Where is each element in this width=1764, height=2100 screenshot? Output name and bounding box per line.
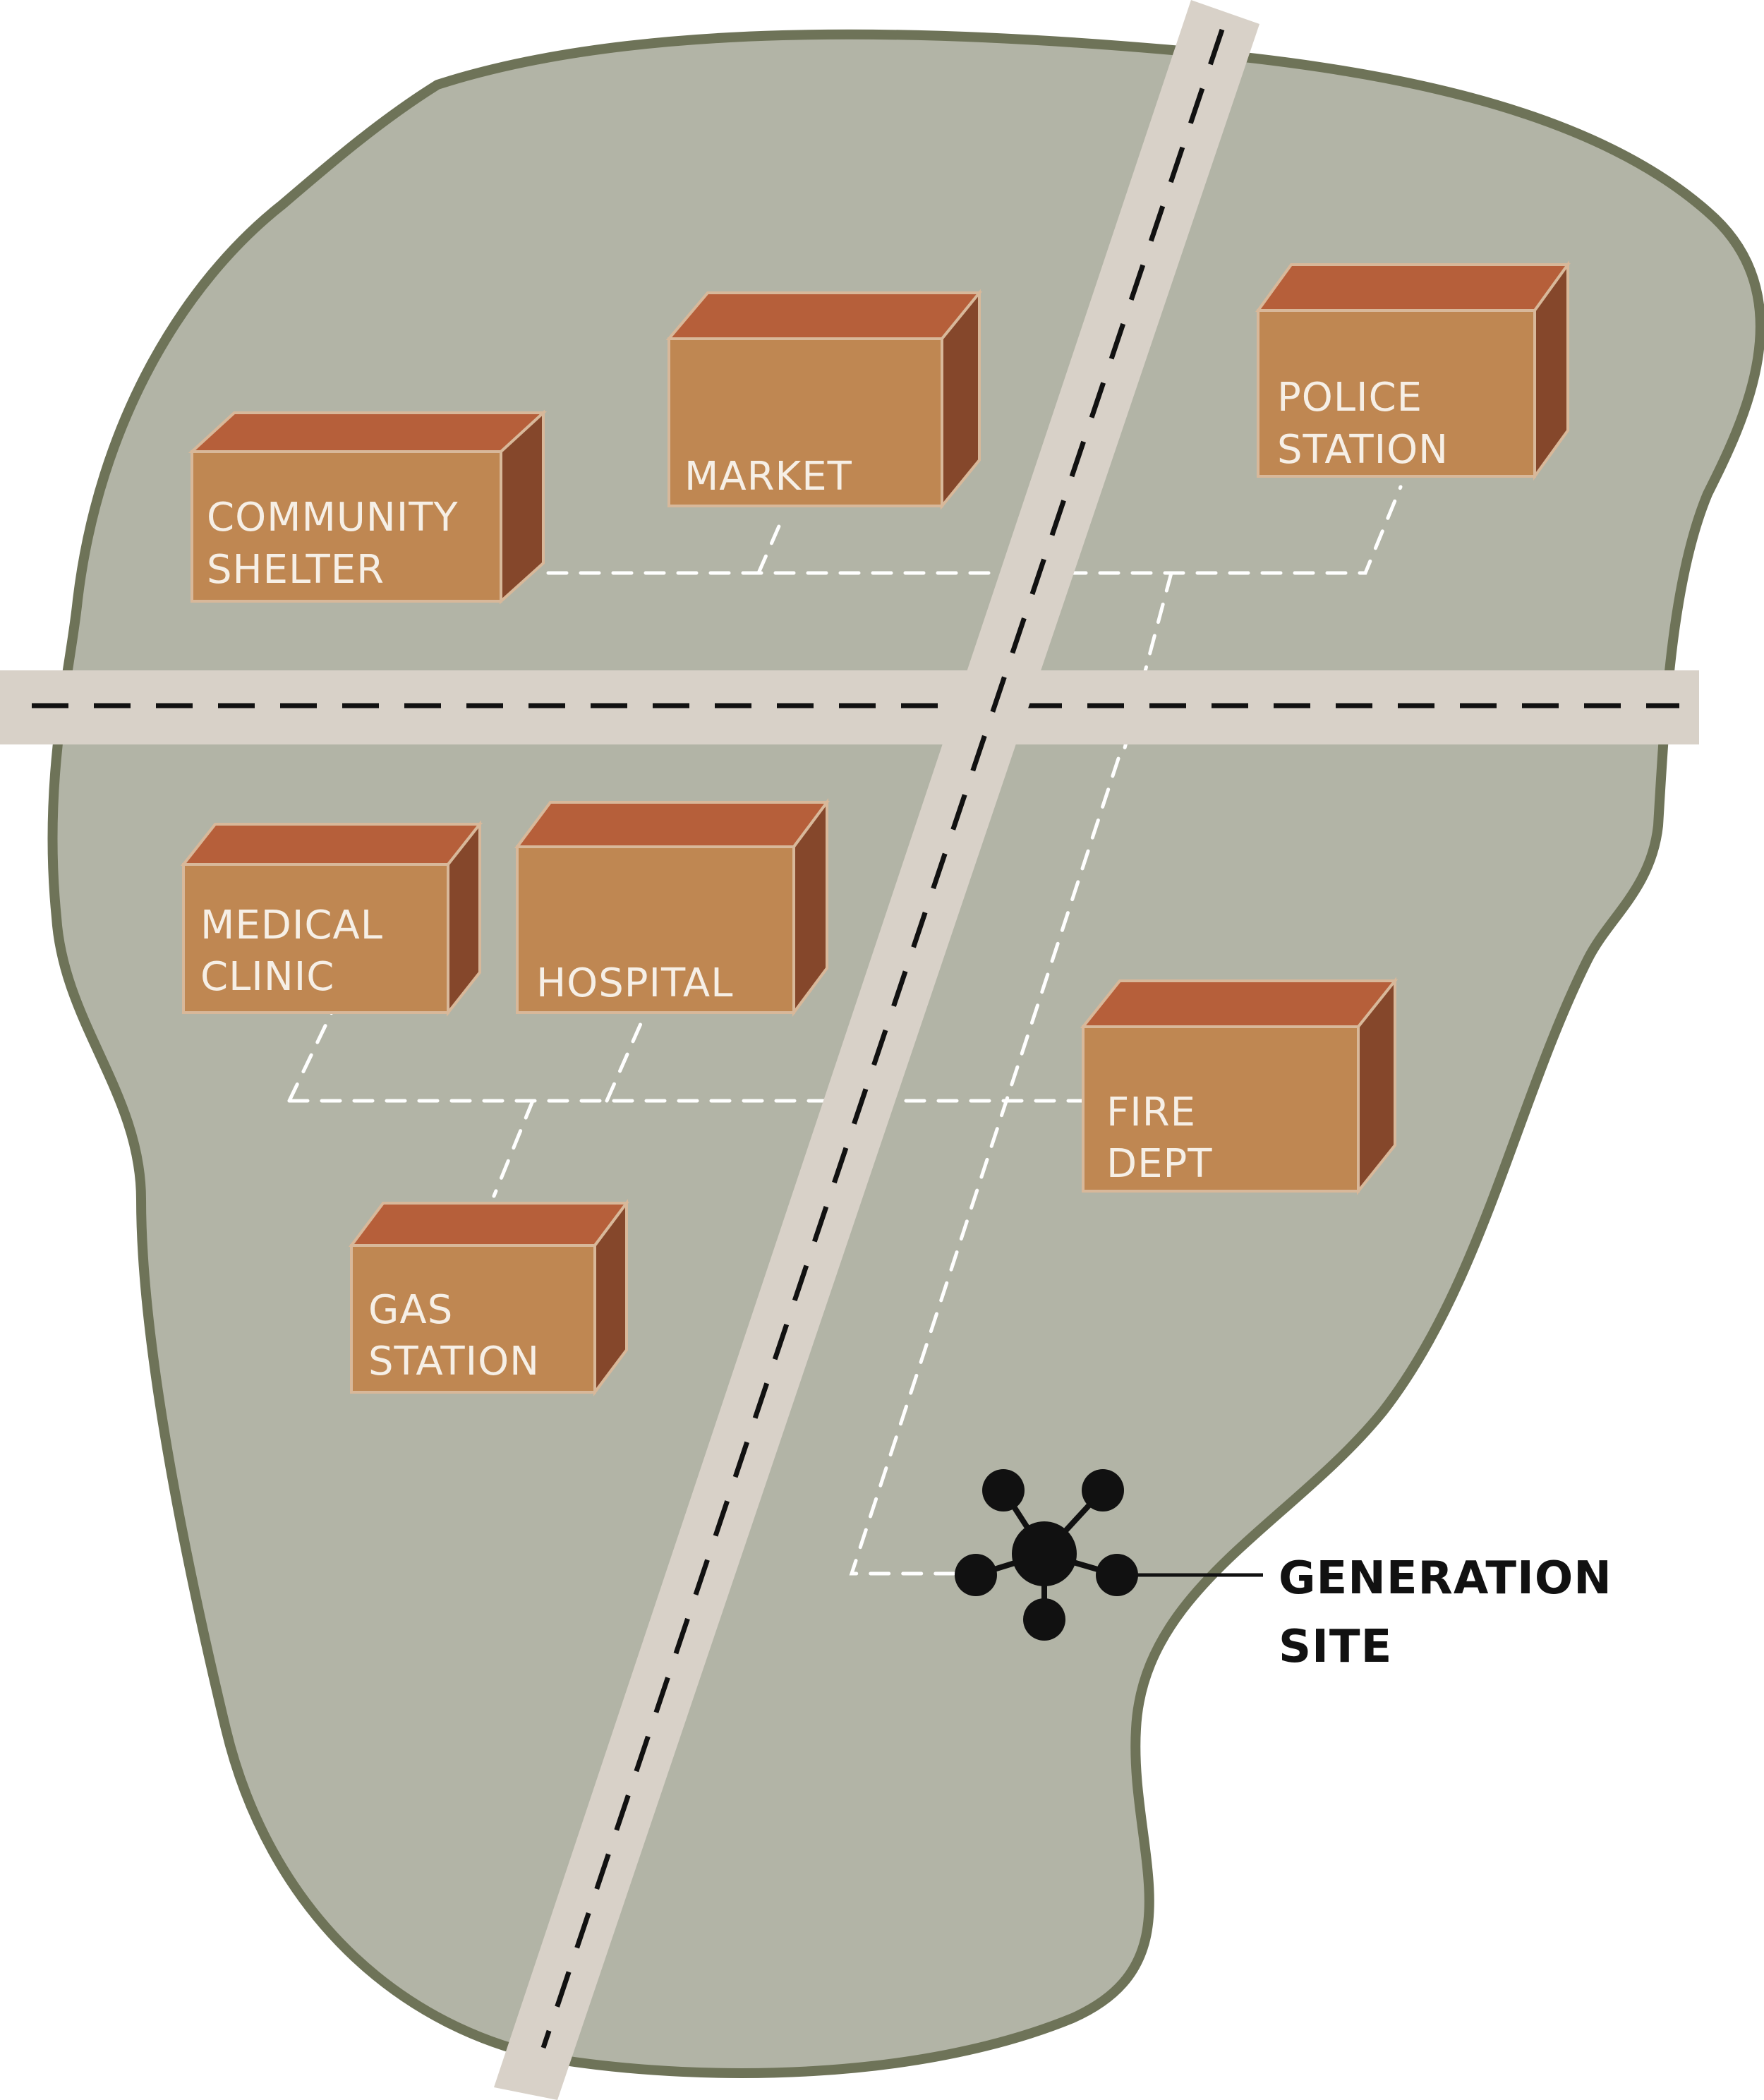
building-hospital: HOSPITAL [514,797,830,1018]
network-hub-icon [955,1469,1138,1641]
medical-clinic-label-line2: CLINIC [200,954,334,1000]
diagonal-road [494,0,1259,2100]
police-station-label-line2: STATION [1277,427,1449,473]
police-station-label-line1: POLICE [1277,375,1422,421]
generation-site: GENERATION SITE [955,1469,1612,1673]
generation-site-label-line1: GENERATION [1279,1552,1612,1605]
community-shelter-label-line2: SHELTER [207,547,385,593]
power-line-network [287,485,1403,1576]
market-label: MARKET [684,454,852,500]
power-line-north-spine [1120,571,1173,761]
power-line-main-feeder [849,756,1120,1576]
power-line-market-tap [756,514,785,575]
community-shelter-label-line1: COMMUNITY [207,495,459,541]
building-market: MARKET [665,289,983,510]
gas-station-label-line2: STATION [368,1339,540,1384]
gas-station-label-line1: GAS [368,1287,453,1333]
building-fire-dept: FIRE DEPT [1080,977,1398,1195]
power-line-hospital-tap [605,1010,648,1103]
building-community-shelter: COMMUNITY SHELTER [188,409,548,605]
power-line-clinic-tap [287,1010,334,1103]
power-line-north [546,485,1403,575]
medical-clinic-label-line1: MEDICAL [200,903,383,948]
hospital-label: HOSPITAL [536,960,733,1006]
fire-dept-label-line2: DEPT [1106,1141,1212,1187]
fire-dept-label-line1: FIRE [1106,1090,1196,1135]
building-medical-clinic: MEDICAL CLINIC [180,820,483,1017]
building-gas-station: GAS STATION [349,1199,629,1396]
horizontal-road [0,670,1699,744]
generation-site-label-line2: SITE [1279,1621,1392,1673]
building-police-station: POLICE STATION [1255,260,1571,481]
power-line-gas-tap [492,1099,535,1198]
